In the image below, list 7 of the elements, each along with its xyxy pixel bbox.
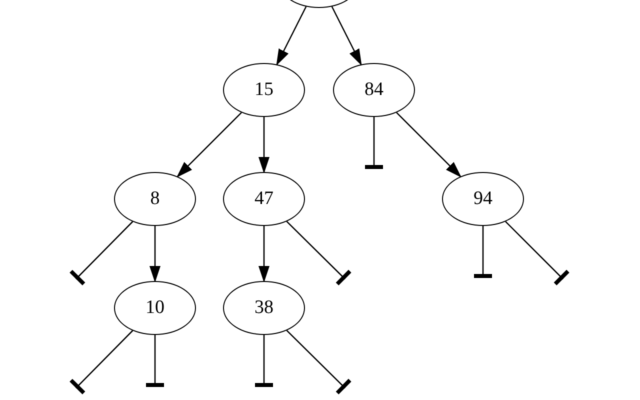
node-value: 15 bbox=[254, 79, 274, 101]
node-value: 38 bbox=[254, 297, 274, 319]
node-value: 8 bbox=[150, 188, 160, 210]
node-value: 84 bbox=[364, 79, 384, 101]
node-value: 10 bbox=[146, 297, 164, 319]
node-value: 94 bbox=[474, 188, 492, 210]
node-value: 47 bbox=[254, 188, 274, 210]
